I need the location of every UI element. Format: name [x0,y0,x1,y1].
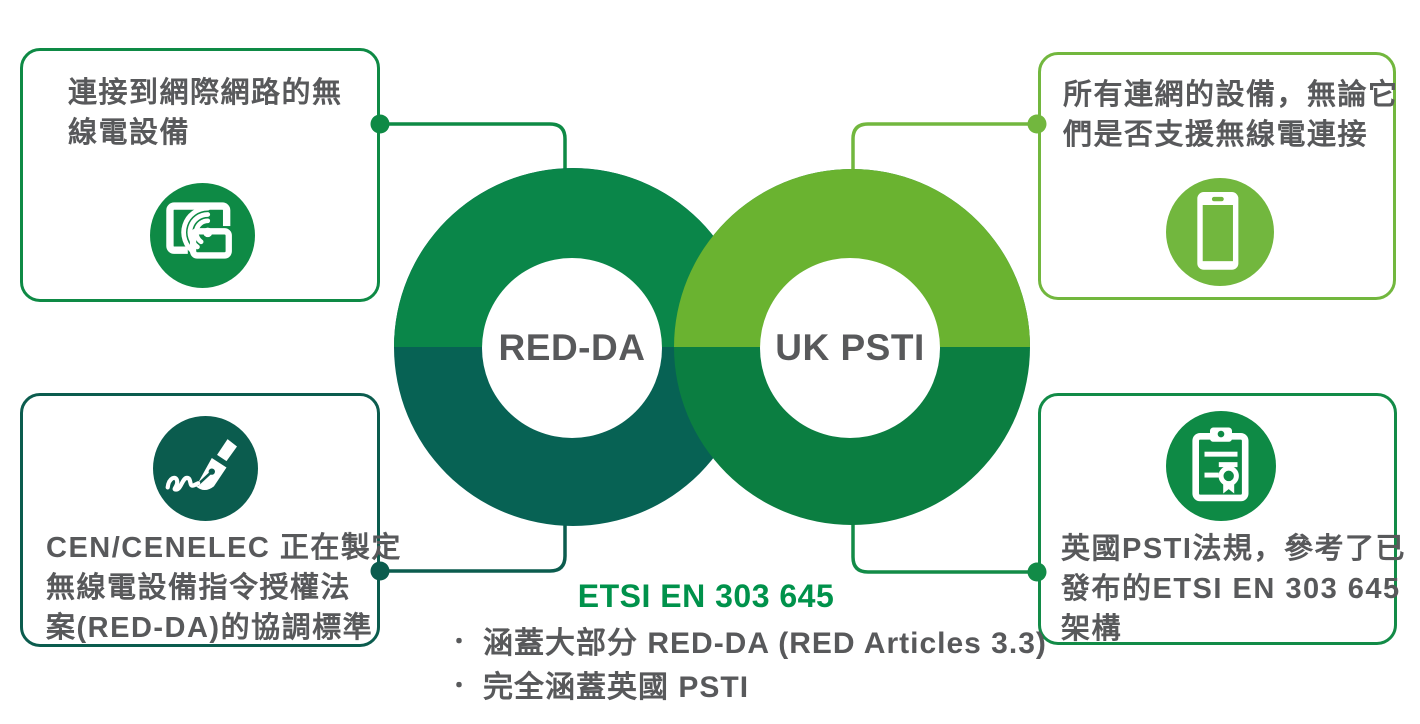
smartphone-icon [1166,178,1274,286]
text-line: 發布的ETSI EN 303 645 [1061,573,1401,605]
card-cen-cenelec-text: CEN/CENELEC 正在製定 無線電設備指令授權法 案(RED-DA)的協調… [46,528,402,648]
card-connectable-products: 所有連網的設備，無論它 們是否支援無線電連接 [1038,52,1399,300]
connector-bottom-right [851,516,1037,574]
connector-bottom-left [380,518,567,573]
bullet-icon: ・ [448,629,472,654]
text-line: 英國PSTI法規，參考了已 [1061,533,1406,565]
bullet-item: ・ 完全涵蓋英國 PSTI [448,662,749,706]
text-line: 無線電設備指令授權法 [46,572,352,604]
card-uk-psti-reference-text: 英國PSTI法規，參考了已 發布的ETSI EN 303 645 架構 [1061,529,1406,649]
text-line: 所有連網的設備，無論它 [1063,79,1399,111]
card-cen-cenelec: CEN/CENELEC 正在製定 無線電設備指令授權法 案(RED-DA)的協調… [20,393,400,647]
card-radio-equipment-text: 連接到網際網路的無 線電設備 [68,73,343,153]
text-line: CEN/CENELEC 正在製定 [46,532,402,564]
card-connectable-products-text: 所有連網的設備，無論它 們是否支援無線電連接 [1063,75,1399,155]
text-line: 架構 [1061,613,1123,645]
screen-cast-wifi-icon [150,183,255,288]
bullet-text: 涵蓋大部分 RED-DA (RED Articles 3.3) [483,627,1047,660]
bullet-icon: ・ [448,673,472,698]
card-uk-psti-reference: 英國PSTI法規，參考了已 發布的ETSI EN 303 645 架構 [1038,393,1404,645]
text-line: 案(RED-DA)的協調標準 [46,612,374,644]
red-da-label: RED-DA [498,327,646,368]
connector-top-right [851,122,1037,176]
bullet-text: 完全涵蓋英國 PSTI [483,671,750,704]
etsi-title: ETSI EN 303 645 [577,578,835,614]
text-line: 們是否支援無線電連接 [1063,119,1369,151]
card-radio-equipment: 連接到網際網路的無 線電設備 [20,48,380,302]
certificate-clipboard-icon [1166,411,1276,521]
connector-top-left [380,122,567,176]
text-line: 連接到網際網路的無 [68,77,343,109]
text-line: 線電設備 [68,117,191,149]
fountain-pen-icon [153,416,258,521]
bullet-item: ・ 涵蓋大部分 RED-DA (RED Articles 3.3) [448,618,1047,662]
uk-psti-label: UK PSTI [775,327,925,368]
